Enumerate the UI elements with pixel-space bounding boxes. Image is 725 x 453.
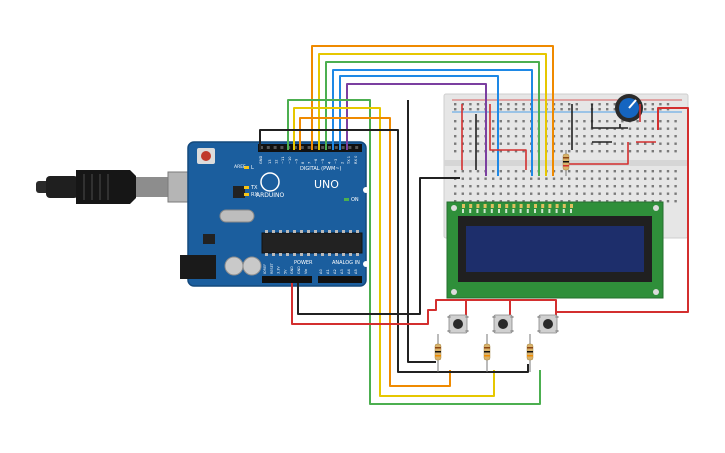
wire-black-gnd-2[interactable]: [297, 177, 460, 315]
board-model: UNO: [314, 178, 339, 191]
wire-black-gnd-3[interactable]: [407, 100, 436, 363]
potentiometer-indicator: [628, 99, 637, 109]
wires: [259, 45, 689, 405]
analog-label: ANALOG IN: [332, 260, 360, 266]
gnd-label: GND: [259, 156, 263, 164]
digital-pin-label: ~10: [288, 156, 292, 164]
wire-red-rail[interactable]: [556, 107, 689, 313]
digital-pin-label: ~5: [321, 159, 325, 164]
on-led: [344, 198, 349, 201]
digital-pin-label: ~9: [294, 158, 298, 164]
pull-down-resistors: [434, 334, 534, 372]
on-led-label: ON: [351, 197, 359, 203]
wire-yellow-d6[interactable]: [318, 53, 547, 176]
digital-pin-label: 12: [275, 159, 279, 164]
lcd-screen: [466, 226, 644, 272]
tx-led-label: TX: [250, 185, 258, 191]
analog-header[interactable]: [318, 276, 362, 283]
resistor-3[interactable]: [526, 334, 534, 372]
arduino-uno-board[interactable]: L TX RX ON ARDUINO UNO DIGITAL (PWM~) AR…: [180, 141, 369, 287]
digital-pin-label: TX 1: [347, 156, 351, 165]
potentiometer[interactable]: [615, 94, 643, 122]
digital-pin-label: ~6: [314, 158, 318, 164]
aref-label: AREF: [234, 164, 246, 170]
power-label: POWER: [294, 260, 313, 266]
digital-label: DIGITAL (PWM~): [300, 166, 342, 172]
digital-pin-label: ~3: [334, 159, 338, 164]
breadboard-resistor[interactable]: [562, 150, 570, 176]
lcd-16x2[interactable]: [446, 201, 664, 299]
arduino-logo-icon: [260, 172, 280, 192]
digital-pin-label: 13: [268, 159, 272, 164]
wire-black-gnd-1[interactable]: [259, 129, 529, 373]
wire-green-d5[interactable]: [325, 61, 540, 176]
pushbutton-3[interactable]: [537, 314, 559, 334]
tx-led: [244, 186, 249, 189]
digital-pin-label: 7: [308, 162, 312, 164]
usb-plug-body: [76, 170, 136, 204]
rx-led-label: RX: [251, 192, 258, 198]
pushbuttons[interactable]: [447, 314, 559, 334]
wire-blue-d4[interactable]: [332, 69, 533, 176]
pushbutton-1[interactable]: [447, 314, 469, 334]
resistor-1[interactable]: [434, 334, 442, 372]
rx-led: [244, 193, 249, 196]
power-jack: [180, 255, 216, 279]
usb-cable-strain-relief: [46, 176, 78, 198]
l-led-label: L: [251, 165, 254, 171]
crystal-oscillator: [219, 209, 255, 223]
reset-button[interactable]: [201, 151, 211, 161]
resistor-2[interactable]: [483, 334, 491, 372]
power-pin-label: Vin: [304, 269, 308, 274]
atmega-chip: [261, 232, 363, 254]
l-led: [244, 166, 249, 169]
chip-legs: [265, 230, 359, 256]
pushbutton-2[interactable]: [492, 314, 514, 334]
wire-orange-button-1[interactable]: [299, 117, 451, 387]
digital-pin-label: 2: [341, 162, 345, 164]
digital-pin-label: RX 0: [354, 155, 358, 164]
power-pin-label: GND: [290, 266, 294, 274]
analog-pin-label: A1: [326, 269, 330, 274]
power-pin-label: GND: [297, 266, 301, 274]
analog-pin-label: A4: [347, 269, 351, 274]
analog-pin-label: A0: [319, 269, 323, 274]
analog-pin-label: A2: [333, 269, 337, 274]
digital-pin-label: ~11: [281, 156, 285, 164]
wire-green-button-3[interactable]: [287, 99, 541, 405]
power-pin-label: RESET: [270, 262, 274, 274]
capacitor-2: [242, 256, 262, 276]
power-pin-label: 5V: [283, 269, 287, 274]
usb-cable[interactable]: [36, 170, 195, 204]
digital-pin-label: 8: [301, 161, 305, 164]
lcd-pins: [462, 204, 573, 213]
power-pin-label: 3.3V: [277, 266, 281, 274]
breadboard-holes[interactable]: [454, 103, 677, 203]
capacitor-1: [224, 256, 244, 276]
wire-yellow-button-2[interactable]: [293, 107, 495, 397]
wire-orange-d7[interactable]: [311, 45, 554, 176]
board-logo: ARDUINO: [256, 192, 285, 199]
wire-blue-d3[interactable]: [339, 75, 499, 176]
usb-plug-metal: [136, 177, 168, 197]
power-header[interactable]: [262, 276, 312, 283]
usb-chip: [233, 186, 245, 198]
analog-pin-label: A5: [354, 269, 358, 274]
analog-pin-label: A3: [340, 269, 344, 274]
wire-red-5v[interactable]: [291, 283, 557, 325]
digital-pin-label: 4: [327, 161, 331, 164]
power-pin-label: IOREF: [263, 264, 267, 274]
regulator-chip: [203, 234, 215, 244]
